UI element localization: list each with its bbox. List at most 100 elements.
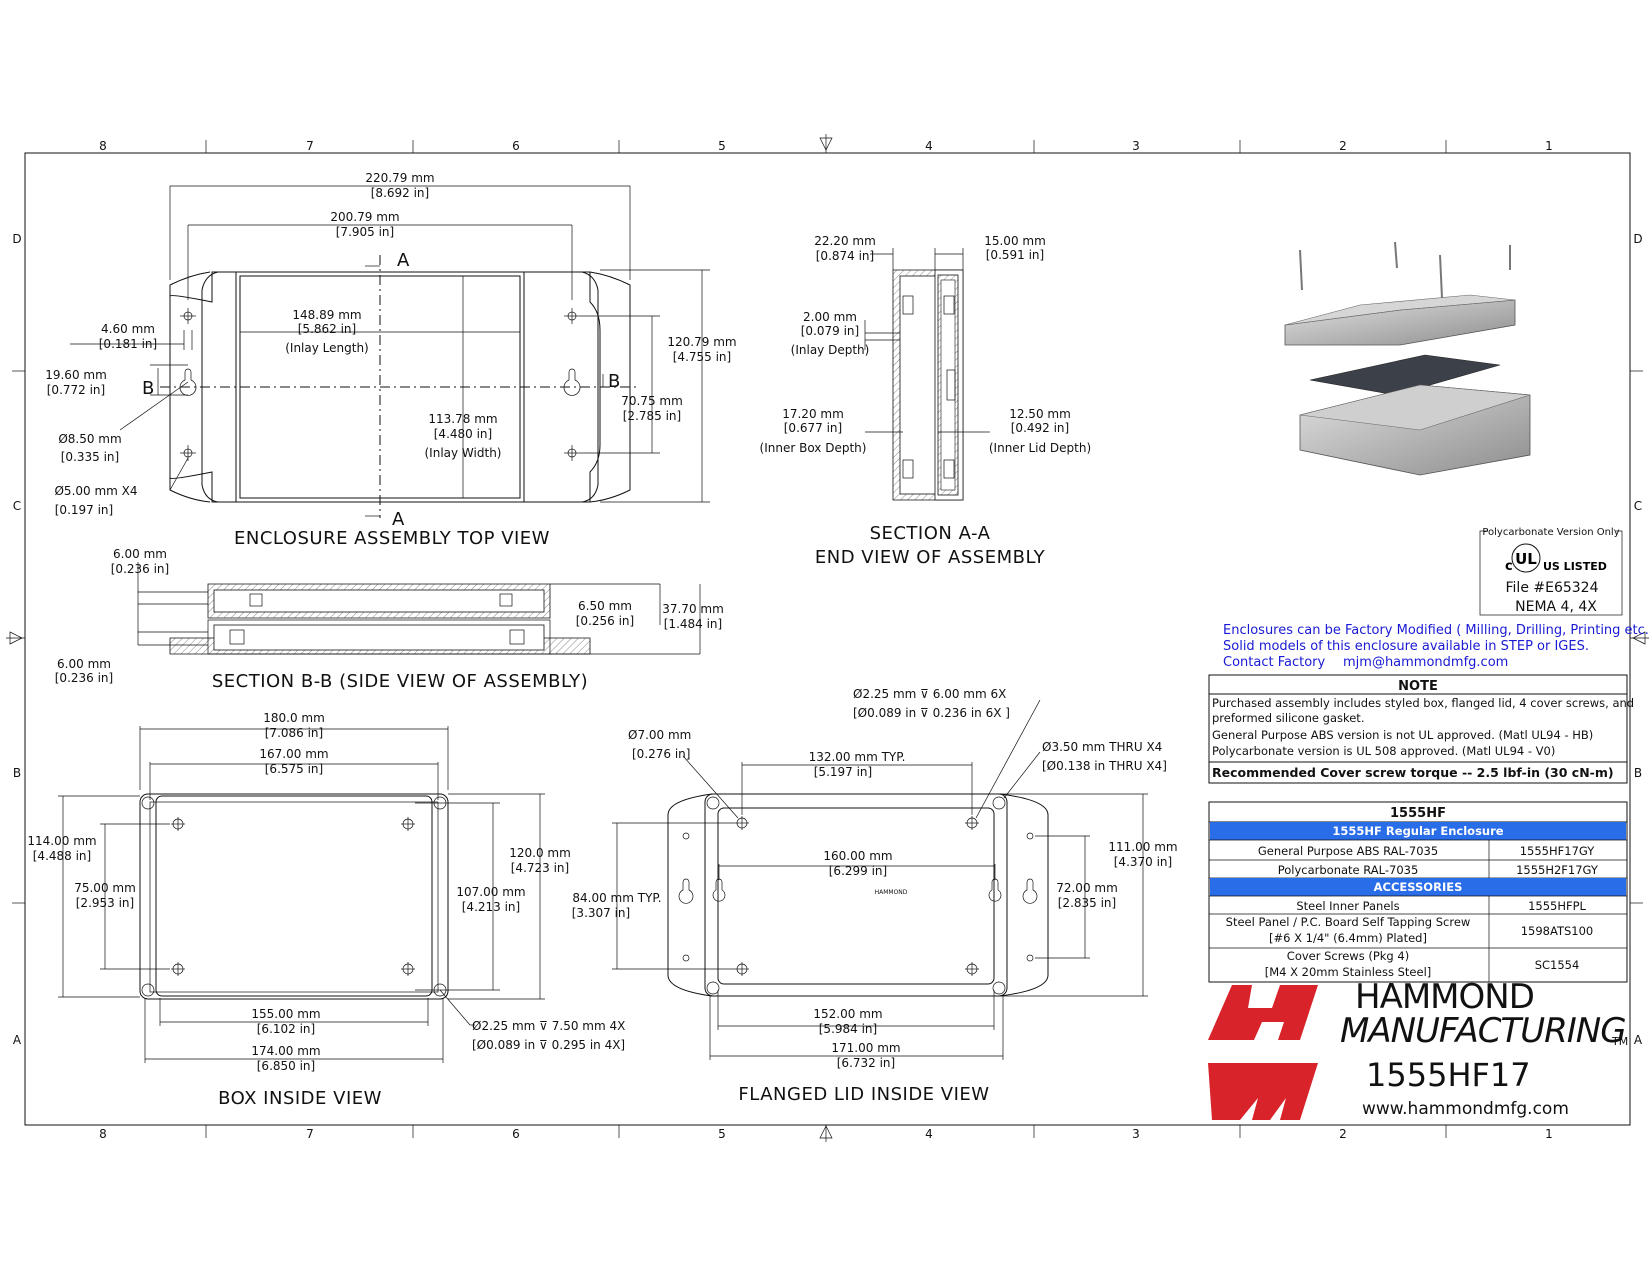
- dim-bb-t1: 6.00 mm: [113, 547, 167, 561]
- dim-lid-b152: 152.00 mm: [813, 1007, 882, 1021]
- table-cell-pn: 1555HFPL: [1528, 899, 1586, 913]
- zone-label: D: [1633, 232, 1642, 246]
- dim-box-w1-in: [7.086 in]: [265, 726, 323, 740]
- dim-dia-5-in: [0.197 in]: [55, 503, 113, 517]
- trademark: TM: [1611, 1035, 1628, 1048]
- table-title: 1555HF: [1390, 806, 1446, 821]
- dim-box-h4: 107.00 mm: [456, 885, 525, 899]
- top-view-title: ENCLOSURE ASSEMBLY TOP VIEW: [234, 528, 550, 549]
- dim-inlay-depth: 2.00 mm: [803, 310, 857, 324]
- dim-aa-w1-in: [0.874 in]: [816, 249, 874, 263]
- dim-aa-w1: 22.20 mm: [814, 234, 876, 248]
- section-aa: 22.20 mm [0.874 in] 15.00 mm [0.591 in] …: [760, 234, 1092, 568]
- ul-c-mark: c: [1505, 559, 1513, 574]
- table-cell-desc-2: [#6 X 1/4" (6.4mm) Plated]: [1269, 931, 1427, 945]
- lid-d7-callout-in: [0.276 in]: [632, 747, 690, 761]
- inlay-depth-label: (Inlay Depth): [791, 343, 870, 357]
- flanged-lid-inside-view: HAMMOND Ø2.25 mm ⊽ 6.00 mm 6X [Ø0.089 in…: [572, 687, 1178, 1105]
- table-cell-pn: 1598ATS100: [1521, 924, 1594, 938]
- zone-label: 7: [306, 1127, 314, 1141]
- brand-name-line1: HAMMOND: [1355, 977, 1534, 1017]
- note-box: NOTE Purchased assembly includes styled …: [1208, 674, 1634, 784]
- dim-height-in: [4.755 in]: [673, 350, 731, 364]
- dim-bb-t2-in: [0.236 in]: [55, 671, 113, 685]
- dim-box-h1: 114.00 mm: [27, 834, 96, 848]
- dim-box-h4-in: [4.213 in]: [462, 900, 520, 914]
- section-bb-title: SECTION B-B (SIDE VIEW OF ASSEMBLY): [212, 671, 588, 692]
- zone-label: 5: [718, 139, 726, 153]
- dim-height: 120.79 mm: [667, 335, 736, 349]
- exploded-assembly-image: [1284, 241, 1531, 476]
- table-cell-pn: SC1554: [1535, 958, 1580, 972]
- dim-lid-w132: 132.00 mm TYP.: [809, 750, 906, 764]
- zone-label: 7: [306, 139, 314, 153]
- dim-dia-5: Ø5.00 mm X4: [54, 484, 137, 498]
- contact-email-link[interactable]: mjm@hammondmfg.com: [1343, 655, 1508, 670]
- box-inside-view: 180.0 mm [7.086 in] 167.00 mm [6.575 in]…: [27, 711, 625, 1109]
- dim-lid-w132-in: [5.197 in]: [814, 765, 872, 779]
- dim-hole-span: 200.79 mm: [330, 210, 399, 224]
- section-bb: 6.00 mm [0.236 in] 6.00 mm [0.236 in] 6.…: [55, 547, 724, 692]
- lid-thru-callout: Ø3.50 mm THRU X4: [1042, 740, 1162, 754]
- dim-hole-vertical: 70.75 mm: [621, 394, 683, 408]
- box-hole-callout: Ø2.25 mm ⊽ 7.50 mm 4X: [472, 1019, 625, 1033]
- dim-box-depth: 17.20 mm: [782, 407, 844, 421]
- website-link[interactable]: www.hammondmfg.com: [1362, 1099, 1569, 1119]
- ul-certification-box: Polycarbonate Version Only UL c US LISTE…: [1479, 525, 1623, 616]
- note-line: Polycarbonate version is UL 508 approved…: [1212, 744, 1555, 758]
- table-cell-desc: General Purpose ABS RAL-7035: [1258, 844, 1438, 858]
- cut-b-right: B: [608, 371, 621, 392]
- dim-bb-t1-in: [0.236 in]: [111, 562, 169, 576]
- zone-label: 8: [99, 1127, 107, 1141]
- zone-label: A: [13, 1033, 22, 1047]
- dim-bb-d1: 6.50 mm: [578, 599, 632, 613]
- cut-a-top: A: [397, 250, 410, 271]
- dim-lid-w160: 160.00 mm: [823, 849, 892, 863]
- dim-box-b1: 155.00 mm: [251, 1007, 320, 1021]
- zone-label: B: [1634, 766, 1642, 780]
- zone-label: C: [13, 499, 21, 513]
- table-cell-desc: Polycarbonate RAL-7035: [1278, 863, 1419, 877]
- factory-notes: Enclosures can be Factory Modified ( Mil…: [1223, 623, 1650, 670]
- lid-inside-title: FLANGED LID INSIDE VIEW: [738, 1084, 989, 1105]
- factory-modified-note: Enclosures can be Factory Modified ( Mil…: [1223, 623, 1650, 638]
- lid-d7-callout: Ø7.00 mm: [628, 728, 691, 742]
- zone-label: 2: [1339, 1127, 1347, 1141]
- ul-file-number: File #E65324: [1506, 580, 1599, 596]
- dim-aa-w2: 15.00 mm: [984, 234, 1046, 248]
- ul-logo-icon: [1511, 543, 1541, 573]
- cut-a-bottom: A: [392, 509, 405, 530]
- dim-box-depth-in: [0.677 in]: [784, 421, 842, 435]
- dim-inlay-width: 113.78 mm: [428, 412, 497, 426]
- ul-logo-letters: UL: [1515, 550, 1537, 568]
- dim-lid-b171-in: [6.732 in]: [837, 1056, 895, 1070]
- dim-box-b1-in: [6.102 in]: [257, 1022, 315, 1036]
- zone-rows: D C B A D C B A: [12, 232, 1643, 1047]
- dim-hole-span-in: [7.905 in]: [336, 225, 394, 239]
- section-bar: [1210, 822, 1626, 840]
- dim-box-w2-in: [6.575 in]: [265, 762, 323, 776]
- dim-bb-d2: 37.70 mm: [662, 602, 724, 616]
- dim-box-b2: 174.00 mm: [251, 1044, 320, 1058]
- zone-columns-bottom: 8 7 6 5 4 3 2 1: [99, 1127, 1553, 1141]
- dim-slot-length-in: [0.772 in]: [47, 383, 105, 397]
- zone-label: C: [1634, 499, 1642, 513]
- zone-label: D: [12, 232, 21, 246]
- dim-bb-t2: 6.00 mm: [57, 657, 111, 671]
- box-hole-callout-in: [Ø0.089 in ⊽ 0.295 in 4X]: [472, 1038, 625, 1052]
- note-line: preformed silicone gasket.: [1212, 711, 1364, 725]
- dim-lid-depth: 12.50 mm: [1009, 407, 1071, 421]
- part-number: 1555HF17: [1366, 1056, 1531, 1094]
- table-section-accessories: ACCESSORIES: [1374, 880, 1463, 894]
- table-section-regular: 1555HF Regular Enclosure: [1332, 824, 1503, 838]
- dim-aa-w2-in: [0.591 in]: [986, 248, 1044, 262]
- lid-logo-mark: HAMMOND: [875, 889, 908, 896]
- dim-box-h3-in: [4.723 in]: [511, 861, 569, 875]
- dim-inlay-width-in: [4.480 in]: [434, 427, 492, 441]
- dim-slot-width-in: [0.181 in]: [99, 337, 157, 351]
- zone-label: 3: [1132, 139, 1140, 153]
- zone-label: 4: [925, 1127, 933, 1141]
- dim-lid-h111-in: [4.370 in]: [1114, 855, 1172, 869]
- sheet-frame: 8 7 6 5 4 3 2 1 8 7 6 5 4 3 2 1 D C B A …: [6, 134, 1649, 1142]
